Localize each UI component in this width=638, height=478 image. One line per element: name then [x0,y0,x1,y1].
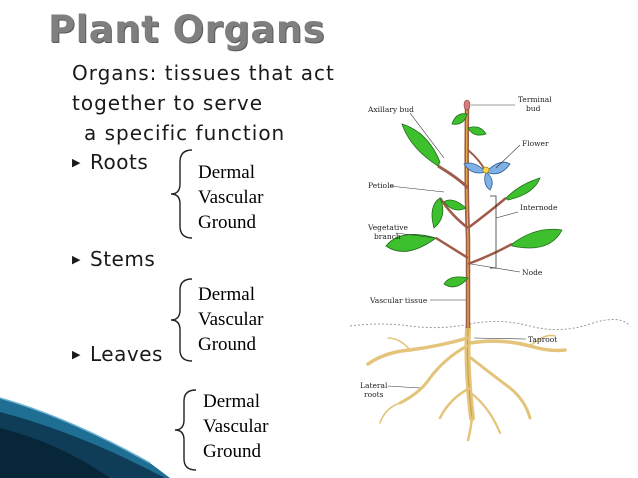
label-terminal-bud: Terminal [518,95,552,104]
label-internode: Internode [520,203,558,212]
triangle-right-icon: ▶ [72,253,81,266]
organ-name: Stems [90,247,156,271]
root-system [366,325,567,442]
label-vascular-tissue: Vascular tissue [369,296,428,305]
label-node: Node [522,268,543,277]
brace-icon [170,149,193,239]
organ-name: Roots [90,150,149,174]
label-lateral-roots-2: roots [364,390,384,399]
tissue-item: Vascular [203,416,269,437]
bullet-stems: ▶ Stems [72,247,155,271]
leaves-tissue-list: Dermal Vascular Ground [203,389,268,464]
label-flower: Flower [522,139,549,148]
soil-line [349,319,631,330]
tissue-item: Ground [198,334,257,355]
organ-name: Leaves [90,342,163,366]
label-vegetative-branch: Vegetative [367,223,409,232]
label-terminal-bud-2: bud [526,104,541,113]
definition-line-2: a specific function [84,121,286,145]
definition-line-1: Organs: tissues that act together to ser… [72,61,335,115]
triangle-right-icon: ▶ [72,348,81,361]
terminal-bud [463,99,471,111]
roots-tissue-list: Dermal Vascular Ground [198,160,263,235]
decorative-wave [0,397,170,478]
triangle-right-icon: ▶ [72,156,81,169]
tissue-item: Ground [203,441,262,462]
tissue-item: Dermal [198,284,255,305]
label-taproot: Taproot [528,335,557,344]
tissue-item: Vascular [198,187,264,208]
label-petiole: Petiole [368,181,394,190]
slide-title: Plant Organs [48,8,326,51]
stems-tissue-list: Dermal Vascular Ground [198,282,263,357]
definition-text: Organs: tissues that act together to ser… [72,58,362,148]
tissue-item: Ground [198,212,257,233]
tissue-item: Vascular [198,309,264,330]
label-vegetative-branch-2: branch [374,232,401,241]
tissue-item: Dermal [203,391,260,412]
label-lateral-roots: Lateral [360,381,388,390]
bullet-leaves: ▶ Leaves [72,342,163,366]
flower [463,161,511,191]
leaves [385,113,563,288]
bullet-roots: ▶ Roots [72,150,148,174]
brace-icon [170,278,193,362]
label-axillary-bud: Axillary bud [367,105,414,114]
plant-diagram: Axillary bud Terminal bud Flower Petiole… [349,95,631,442]
tissue-item: Dermal [198,162,255,183]
brace-icon [174,389,197,471]
